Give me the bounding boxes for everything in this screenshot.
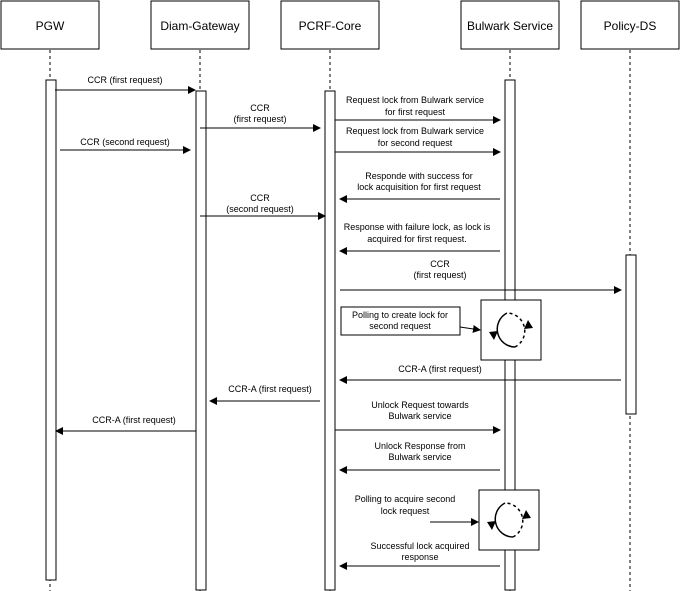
message-label-m7: CCR [250,193,270,203]
note-arrow-n1 [459,325,481,333]
message-label-m8: Response with failure lock, as lock is [344,222,491,232]
refresh-icon [480,299,542,361]
participant-label-diam: Diam-Gateway [160,19,239,33]
message-label-m7: (second request) [226,204,294,214]
message-label-m15: response [401,552,438,562]
note-label-n2: Polling to acquire second [355,494,456,504]
message-label-m12: Bulwark service [388,411,451,421]
message-label-m6: lock acquisition for first request [357,182,481,192]
message-label-m2: (first request) [233,114,286,124]
message-label-m10: CCR-A (first request) [398,364,482,374]
note-label-n1: second request [369,321,431,331]
message-label-m5: Request lock from Bulwark service [346,126,484,136]
message-label-m9: CCR [430,259,450,269]
message-label-m5: for second request [378,138,453,148]
participant-label-policy: Policy-DS [604,19,657,33]
message-label-m9: (first request) [413,270,466,280]
activation-bar-pcrf [324,90,336,591]
message-label-m6: Responde with success for [365,171,473,181]
participant-box-policy[interactable] [580,0,680,50]
participant-label-pcrf: PCRF-Core [299,19,362,33]
note-label-n2: lock request [381,506,430,516]
message-label-m1: CCR (first request) [87,75,162,85]
message-label-m11: CCR-A (first request) [228,384,312,394]
participant-label-pgw: PGW [36,19,65,33]
participant-box-pcrf[interactable] [280,0,380,50]
refresh-icon [478,489,540,551]
activation-bar-diam [195,90,207,591]
message-label-m2: CCR [250,103,270,113]
participant-label-bulwark: Bulwark Service [467,19,553,33]
message-label-m4: CCR (second request) [80,137,170,147]
participant-box-pgw[interactable] [0,0,100,50]
note-label-n1: Polling to create lock for [352,310,448,320]
participant-box-diam[interactable] [150,0,250,50]
message-label-m3: for first request [385,107,446,117]
message-label-m15: Successful lock acquired [370,541,469,551]
message-label-m14: Unlock Response from [374,441,465,451]
participant-box-bulwark[interactable] [460,0,560,50]
activation-bar-pgw [45,79,57,581]
message-label-m3: Request lock from Bulwark service [346,95,484,105]
message-label-m14: Bulwark service [388,452,451,462]
activation-bar-policy [625,254,637,415]
note-box-n1 [340,306,461,336]
message-label-m8: acquired for first request. [367,234,467,244]
message-label-m13: CCR-A (first request) [92,415,176,425]
message-label-m12: Unlock Request towards [371,400,469,410]
